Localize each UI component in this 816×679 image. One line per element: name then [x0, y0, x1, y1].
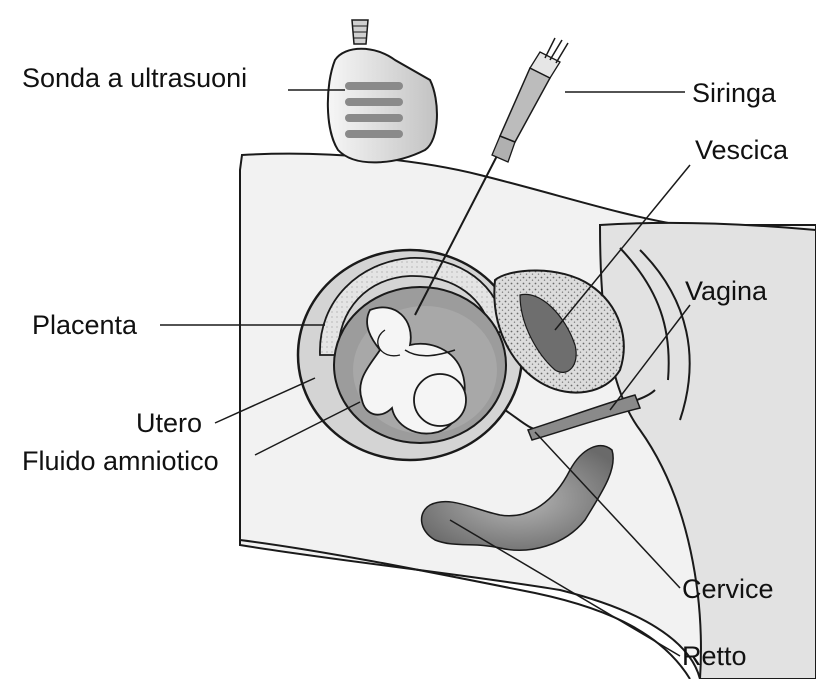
label-amniotic-fluid: Fluido amniotico	[22, 448, 219, 475]
label-cervix: Cervice	[682, 576, 774, 603]
label-bladder: Vescica	[695, 137, 788, 164]
label-placenta: Placenta	[32, 312, 137, 339]
label-vagina: Vagina	[685, 278, 767, 305]
ultrasound-probe	[328, 20, 437, 162]
label-uterus: Utero	[136, 410, 202, 437]
label-probe: Sonda a ultrasuoni	[22, 65, 247, 92]
label-syringe: Siringa	[692, 80, 776, 107]
fetus-head	[414, 374, 466, 426]
label-rectum: Retto	[682, 643, 747, 670]
